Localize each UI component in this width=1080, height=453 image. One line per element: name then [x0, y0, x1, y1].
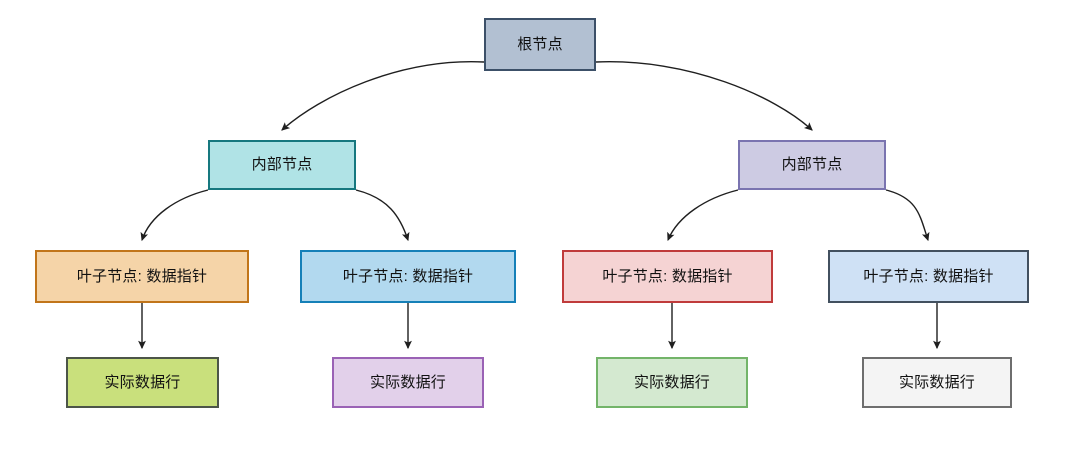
node-internal-left[interactable]: 内部节点 — [208, 140, 356, 190]
edge-root-to-internal-right — [595, 61, 813, 131]
node-data-row-2-label: 实际数据行 — [369, 373, 446, 391]
node-data-row-2[interactable]: 实际数据行 — [332, 357, 484, 408]
node-data-row-1-label: 实际数据行 — [104, 373, 181, 391]
node-leaf-1[interactable]: 叶子节点: 数据指针 — [35, 250, 249, 303]
node-data-row-3-label: 实际数据行 — [633, 373, 710, 391]
node-internal-right-label: 内部节点 — [781, 156, 843, 173]
edge-internal-left-to-leaf-2 — [355, 189, 410, 242]
node-data-row-3[interactable]: 实际数据行 — [596, 357, 748, 408]
node-internal-left-label: 内部节点 — [251, 156, 313, 173]
node-leaf-4[interactable]: 叶子节点: 数据指针 — [828, 250, 1029, 303]
node-leaf-3-label: 叶子节点: 数据指针 — [602, 267, 733, 285]
node-leaf-2-label: 叶子节点: 数据指针 — [342, 267, 474, 285]
edge-internal-left-to-leaf-1 — [140, 189, 209, 242]
node-root-label: 根节点 — [517, 35, 563, 53]
node-leaf-1-label: 叶子节点: 数据指针 — [76, 267, 208, 285]
node-data-row-1[interactable]: 实际数据行 — [66, 357, 219, 408]
node-internal-right[interactable]: 内部节点 — [738, 140, 886, 190]
node-data-row-4[interactable]: 实际数据行 — [862, 357, 1012, 408]
edge-internal-right-to-leaf-4 — [885, 189, 930, 242]
edge-internal-right-to-leaf-3 — [667, 189, 739, 242]
node-leaf-3[interactable]: 叶子节点: 数据指针 — [562, 250, 773, 303]
node-data-row-4-label: 实际数据行 — [898, 373, 975, 391]
edge-root-to-internal-left — [281, 61, 485, 131]
node-leaf-2[interactable]: 叶子节点: 数据指针 — [300, 250, 516, 303]
node-root[interactable]: 根节点 — [484, 18, 596, 71]
node-leaf-4-label: 叶子节点: 数据指针 — [863, 267, 994, 285]
